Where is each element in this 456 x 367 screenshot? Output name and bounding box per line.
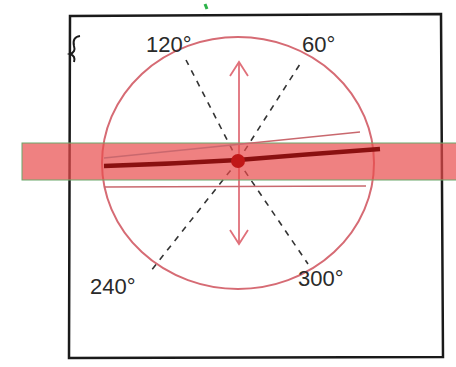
bracket — [70, 36, 80, 62]
angle-label: 300° — [298, 268, 344, 290]
highlight-band — [22, 143, 456, 180]
angle-label: 240° — [90, 276, 136, 298]
tick-mark — [205, 4, 207, 9]
angle-label: 60° — [302, 34, 335, 56]
center-dot — [231, 154, 245, 168]
angle-label: 120° — [146, 34, 192, 56]
frame — [69, 14, 443, 358]
thin-line — [104, 186, 366, 187]
